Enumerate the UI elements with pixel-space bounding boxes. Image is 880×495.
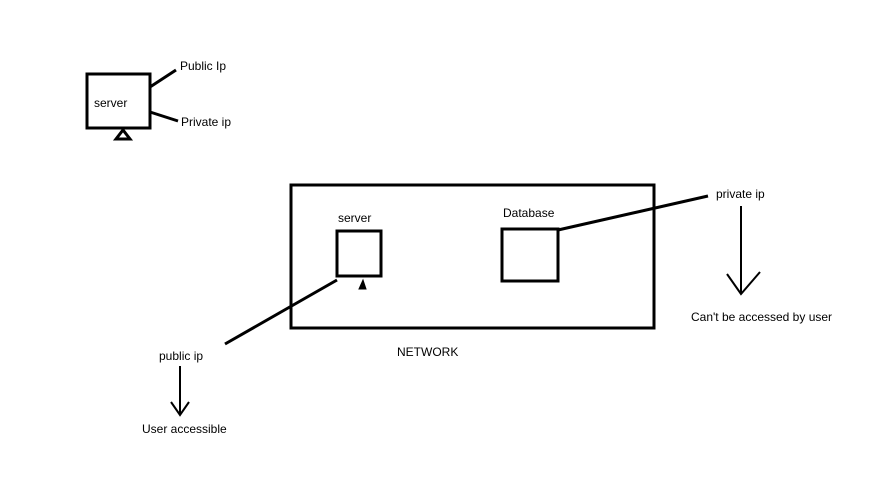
legend-server-monitor (85, 72, 152, 130)
public-ip-label: public ip (159, 349, 204, 363)
legend-public-ip-connector (149, 68, 177, 89)
network-label: NETWORK (397, 345, 459, 359)
network-server-stand (358, 278, 367, 290)
private-ip-connector (557, 194, 709, 232)
network-database-box (500, 227, 560, 283)
legend-server-stand (112, 127, 134, 141)
public-ip-connector (224, 278, 338, 346)
network-database-label: Database (503, 206, 555, 220)
user-accessible-label: User accessible (142, 422, 227, 436)
public-down-arrow (170, 366, 190, 417)
legend-public-ip-label: Public Ip (180, 59, 227, 73)
legend-private-ip-label: Private ip (181, 115, 232, 129)
cant-be-accessed-label: Can't be accessed by user (691, 310, 833, 324)
network-server-box (335, 229, 383, 278)
private-down-arrow (726, 206, 761, 296)
network-boundary (289, 183, 656, 330)
legend-private-ip-connector (149, 110, 179, 123)
network-server-label: server (338, 211, 372, 225)
private-ip-label: private ip (716, 187, 765, 201)
legend-server-label: server (94, 96, 128, 110)
